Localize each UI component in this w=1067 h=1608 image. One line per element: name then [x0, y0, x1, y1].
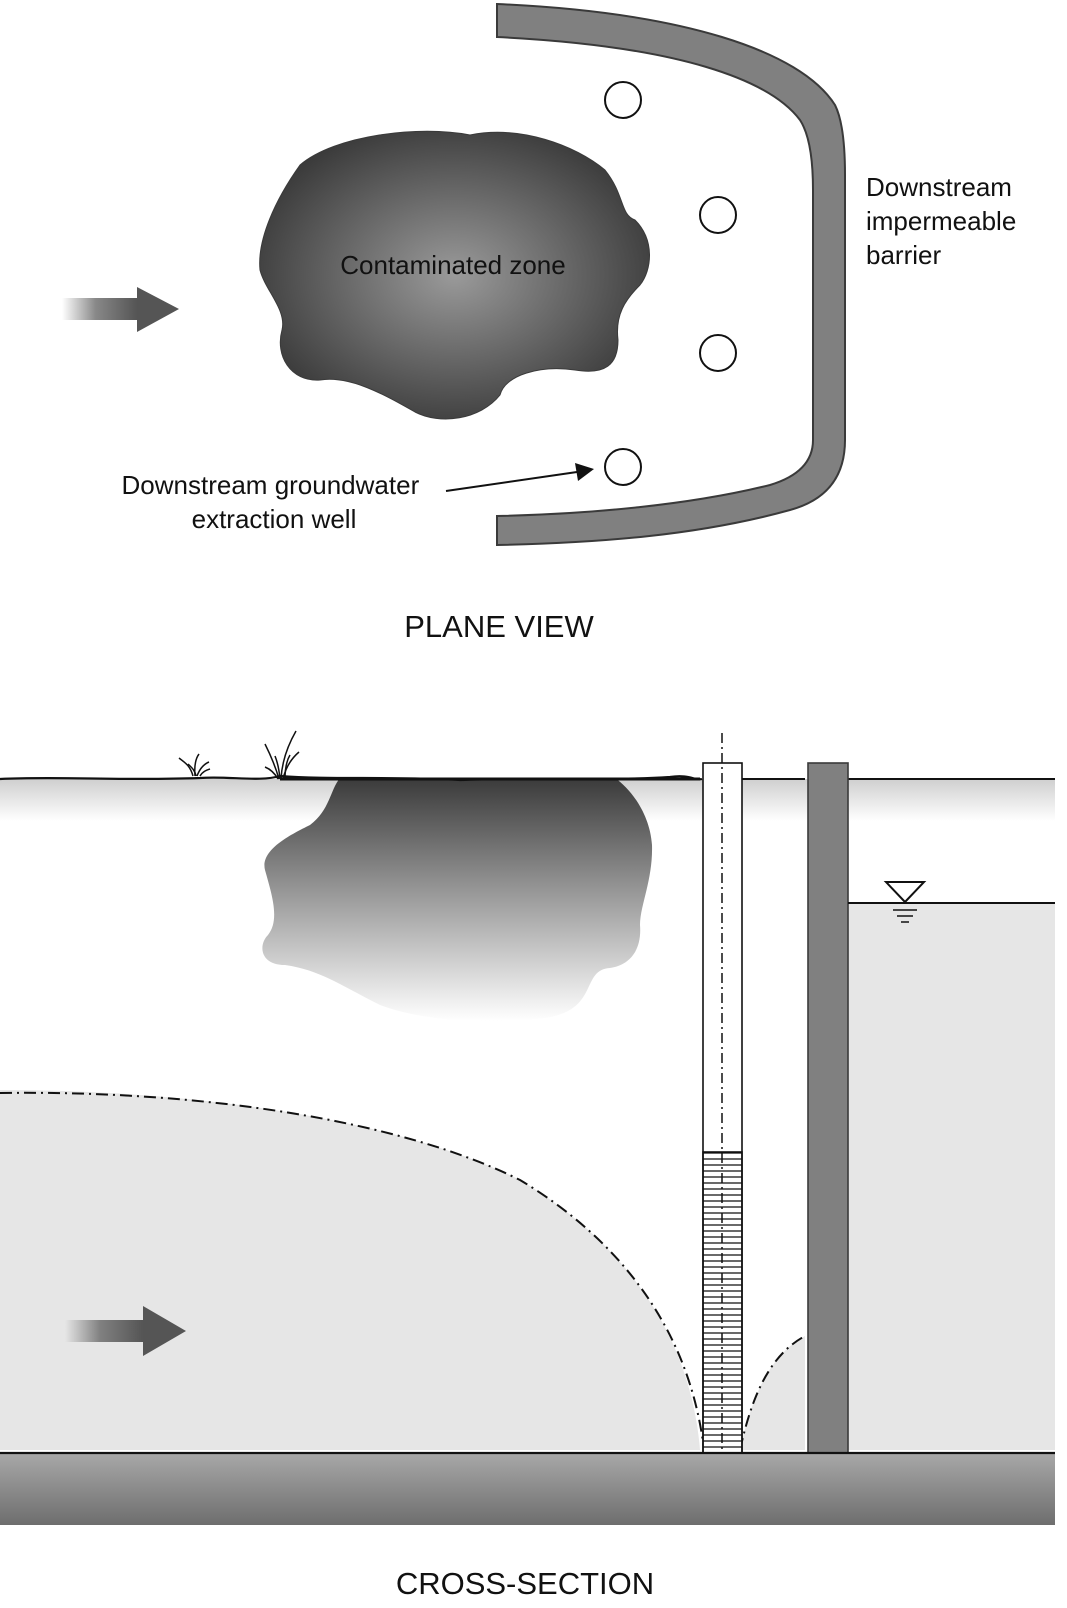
- cross-section-title: CROSS-SECTION: [396, 1566, 654, 1601]
- extraction-wells: [604, 81, 737, 486]
- grass-icon: [178, 753, 211, 777]
- water-table-icon: [883, 881, 927, 923]
- contaminated-zone-label: Contaminated zone: [340, 250, 565, 280]
- well-pointer-arrow: [445, 463, 594, 492]
- impermeable-barrier-section: [807, 762, 849, 1454]
- extraction-well-icon: [702, 733, 743, 1454]
- drawdown-curve-right: [739, 1335, 806, 1451]
- contaminated-zone: [259, 130, 650, 420]
- groundwater-zone-downstream: [845, 902, 1055, 1450]
- impermeable-barrier: [496, 2, 846, 547]
- extraction-well-icon: [604, 448, 642, 486]
- groundwater-zone: [0, 1090, 700, 1450]
- flow-arrow-icon: [62, 287, 179, 332]
- extraction-well-icon: [699, 334, 737, 372]
- contaminant-section: [262, 778, 653, 1022]
- extraction-well-icon: [604, 81, 642, 119]
- grass-icon: [264, 730, 300, 780]
- drawdown-curve: [0, 1091, 705, 1451]
- groundwater-zone-right-of-well: [740, 1336, 805, 1450]
- barrier-label: Downstream impermeable barrier: [866, 172, 1024, 270]
- extraction-well-icon: [699, 196, 737, 234]
- well-label: Downstream groundwater extraction well: [122, 470, 427, 534]
- plane-view: Contaminated zone Downstream groundwater…: [62, 2, 1024, 644]
- cross-section: CROSS-SECTION: [0, 730, 1055, 1601]
- bedrock-layer: [0, 1453, 1055, 1525]
- flow-arrow-icon: [65, 1306, 186, 1356]
- plane-view-title: PLANE VIEW: [404, 609, 594, 644]
